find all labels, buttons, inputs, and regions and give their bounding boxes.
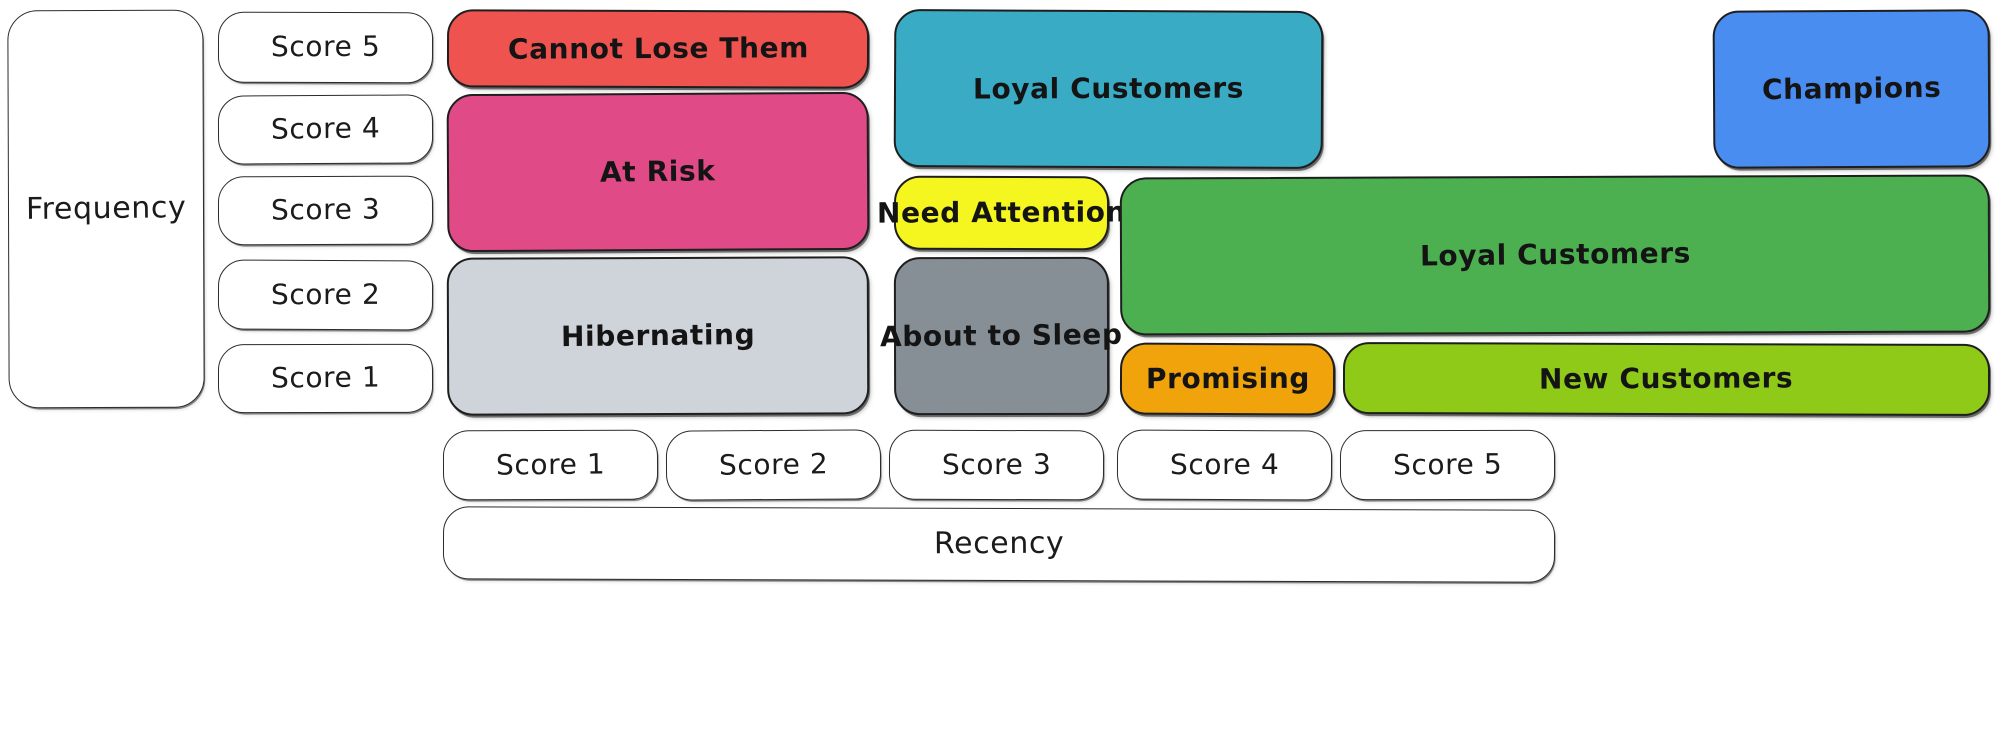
- segment-at-risk[interactable]: At Risk: [446, 91, 870, 253]
- segment-champions[interactable]: Champions: [1712, 9, 1991, 169]
- recency-score-2[interactable]: Score 2: [665, 429, 882, 501]
- recency-score-4[interactable]: Score 4: [1116, 429, 1333, 501]
- segment-need-attention[interactable]: Need Attention: [877, 175, 1126, 251]
- recency-score-3[interactable]: Score 3: [888, 429, 1105, 501]
- segment-loyal-customers-green[interactable]: Loyal Customers: [1119, 174, 1991, 336]
- segment-cannot-lose-them[interactable]: Cannot Lose Them: [446, 9, 870, 89]
- axis-label-frequency: Frequency: [7, 9, 205, 409]
- frequency-score-1[interactable]: Score 1: [217, 343, 434, 414]
- segment-new-customers[interactable]: New Customers: [1342, 341, 1991, 417]
- segment-promising[interactable]: Promising: [1119, 342, 1336, 416]
- segment-hibernating[interactable]: Hibernating: [446, 256, 870, 416]
- axis-label-recency: Recency: [442, 506, 1556, 583]
- segment-loyal-customers-teal[interactable]: Loyal Customers: [893, 9, 1324, 169]
- segment-about-to-sleep[interactable]: About to Sleep: [880, 256, 1123, 416]
- frequency-score-2[interactable]: Score 2: [217, 259, 434, 331]
- frequency-score-4[interactable]: Score 4: [217, 94, 434, 165]
- recency-score-5[interactable]: Score 5: [1339, 429, 1556, 501]
- recency-score-1[interactable]: Score 1: [442, 429, 659, 501]
- frequency-score-3[interactable]: Score 3: [217, 175, 434, 246]
- frequency-score-5[interactable]: Score 5: [217, 11, 434, 84]
